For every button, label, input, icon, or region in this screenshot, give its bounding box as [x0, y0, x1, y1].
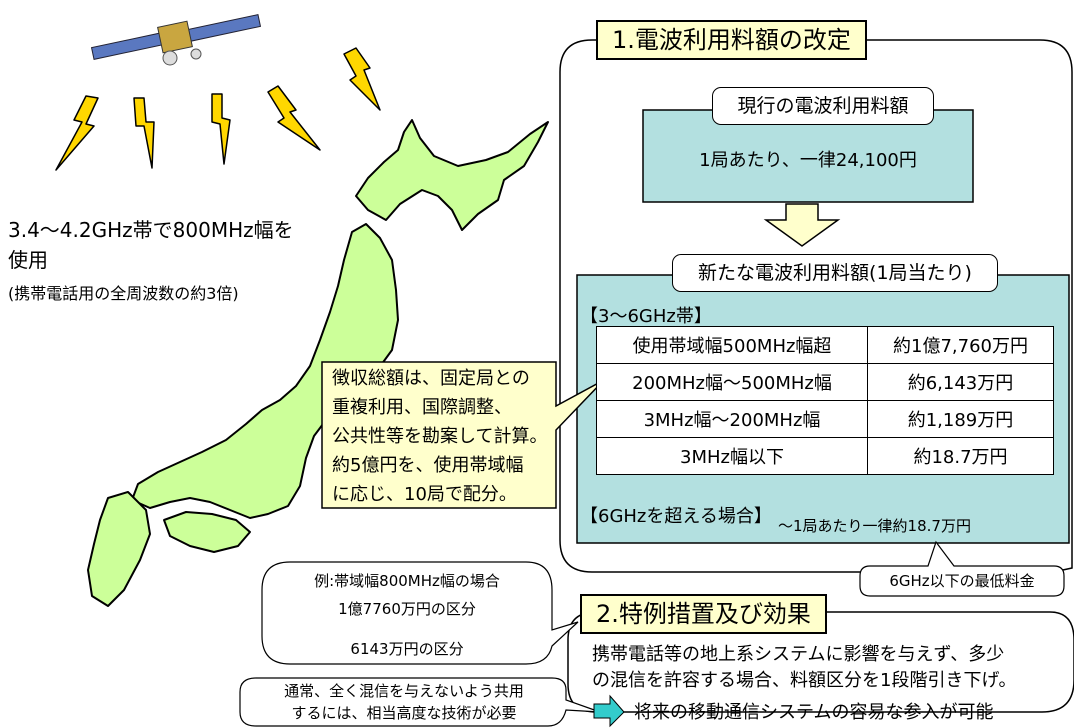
lightning-icon [55, 95, 99, 171]
usage-line-1: 3.4～4.2GHz帯で800MHz幅を [8, 218, 294, 242]
table-row: 使用帯域幅500MHz幅超 約1億7,760万円 [596, 326, 1054, 364]
current-fee-box [642, 109, 974, 203]
fee-table: 使用帯域幅500MHz幅超 約1億7,760万円 200MHz幅～500MHz幅… [596, 326, 1054, 475]
over6-heading: 【6GHzを超える場合】 [580, 506, 772, 527]
usage-note: (携帯電話用の全周波数の約3倍) [8, 284, 239, 303]
lightning-icon [267, 85, 321, 151]
example-line-1: 例:帯域幅800MHz幅の場合 [314, 572, 500, 590]
center-callout [321, 361, 605, 509]
fee-cell: 約1億7,760万円 [867, 326, 1054, 364]
section2-title: 2.特例措置及び効果 [580, 594, 827, 634]
current-fee-label: 現行の電波利用料額 [712, 87, 934, 125]
section1-title: 1.電波利用料額の改定 [596, 20, 867, 60]
section2-result: 将来の移動通信システムの容易な参入が可能 [634, 702, 994, 723]
band-cell: 200MHz幅～500MHz幅 [596, 363, 868, 401]
result-arrow-icon [593, 694, 625, 728]
note-bubble [239, 677, 601, 727]
min-fee-callout [859, 540, 1065, 597]
table-row: 3MHz幅以下 約18.7万円 [596, 437, 1054, 475]
usage-line-2: 使用 [8, 248, 48, 272]
lightning-icon [343, 47, 381, 111]
down-arrow-icon [763, 203, 841, 247]
example-bubble [261, 561, 579, 665]
note-line-2: するには、相当高度な技術が必要 [291, 704, 517, 722]
band-cell: 3MHz幅～200MHz幅 [596, 400, 868, 438]
lightning-icon [133, 97, 155, 169]
table-row: 3MHz幅～200MHz幅 約1,189万円 [596, 400, 1054, 438]
fee-cell: 約18.7万円 [867, 437, 1054, 475]
section2-body-line-1: 携帯電話等の地上系システムに影響を与えず、多少 [592, 644, 1005, 665]
callout-line: に応じ、10局で配分。 [332, 484, 517, 505]
section2-body-line-2: の混信を許容する場合、料額区分を1段階引き下げ。 [592, 670, 1017, 691]
lightning-bolts [55, 47, 381, 171]
band-heading: 【3～6GHz帯】 [580, 306, 712, 327]
callout-line: 公共性等を勘案して計算。 [332, 426, 548, 447]
note-line-1: 通常、全く混信を与えないよう共用 [284, 682, 524, 700]
min-fee-label: 6GHz以下の最低料金 [889, 572, 1035, 590]
callout-line: 徴収総額は、固定局との [332, 368, 530, 389]
band-cell: 使用帯域幅500MHz幅超 [596, 326, 868, 364]
fee-cell: 約6,143万円 [867, 363, 1054, 401]
lightning-icon [211, 93, 231, 165]
callout-line: 重複利用、国際調整、 [332, 397, 512, 418]
new-fee-label: 新たな電波利用料額(1局当たり) [672, 254, 998, 292]
current-fee-value: 1局あたり、一律24,100円 [699, 150, 917, 171]
fee-cell: 約1,189万円 [867, 400, 1054, 438]
band-cell: 3MHz幅以下 [596, 437, 868, 475]
example-line-3: 6143万円の区分 [350, 640, 464, 658]
callout-line: 約5億円を、使用帯域幅 [332, 455, 524, 476]
center-callout-text: 徴収総額は、固定局との 重複利用、国際調整、 公共性等を勘案して計算。 約5億円… [332, 364, 547, 509]
example-line-2: 1億7760万円の区分 [338, 600, 476, 618]
table-row: 200MHz幅～500MHz幅 約6,143万円 [596, 363, 1054, 401]
satellite-icon [90, 14, 262, 66]
over6-value: ～1局あたり一律約18.7万円 [778, 517, 971, 535]
